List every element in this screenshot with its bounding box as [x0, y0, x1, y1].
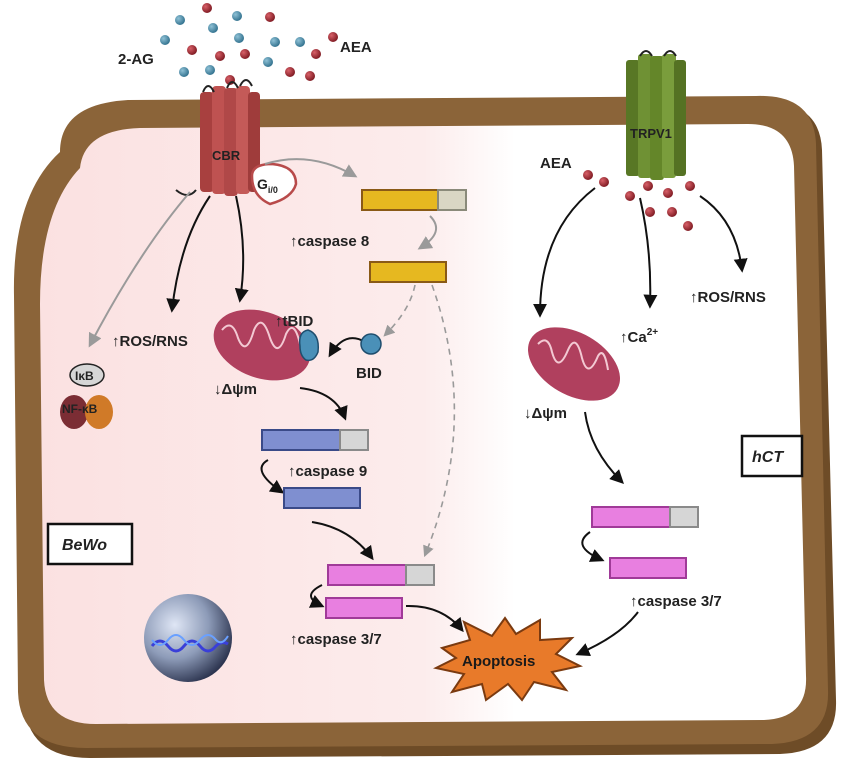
- hct-box: [740, 434, 804, 478]
- procaspase-37-left: [327, 564, 435, 586]
- bewo-box: [46, 522, 134, 566]
- trpv1-channel: [626, 50, 686, 180]
- dpsi-right-label: ↓Δψm: [524, 405, 567, 422]
- bewo-label: BeWo: [62, 537, 107, 554]
- ros-right-label: ↑ROS/RNS: [690, 289, 766, 306]
- procaspase-9: [261, 429, 369, 451]
- aea-right-label: AEA: [540, 155, 572, 172]
- caspase9-label: ↑caspase 9: [288, 463, 367, 480]
- nfkb-label: NF-κB: [62, 402, 98, 416]
- ligand-2ag-label: 2-AG: [118, 51, 154, 68]
- caspase8-label: ↑caspase 8: [290, 233, 369, 250]
- apoptosis-label: Apoptosis: [462, 653, 535, 670]
- procaspase-37-right: [591, 506, 699, 528]
- tbid-label: ↑tBID: [275, 313, 313, 330]
- ikb-label: IκB: [75, 369, 94, 383]
- gi0-label: Gi/0: [257, 176, 278, 195]
- caspase37-left-label: ↑caspase 3/7: [290, 631, 382, 648]
- active-caspase-9: [283, 487, 361, 509]
- ligand-cluster-top: [160, 3, 338, 85]
- cbr-receptor: [175, 79, 277, 196]
- dpsi-left-label: ↓Δψm: [214, 381, 257, 398]
- cbr-label: CBR: [212, 148, 241, 163]
- nfkb-complex: [60, 363, 113, 429]
- active-caspase-37-right: [609, 557, 687, 579]
- calcium-label: ↑Ca2+: [620, 327, 658, 346]
- caspase37-right-label: ↑caspase 3/7: [630, 593, 722, 610]
- nucleus-dna: [144, 594, 232, 682]
- mitochondrion-right: [528, 327, 620, 401]
- right-arrows: [533, 187, 748, 657]
- ros-left-label: ↑ROS/RNS: [112, 333, 188, 350]
- cell-membrane: [13, 95, 837, 758]
- apoptosis-burst: [433, 616, 583, 702]
- ligand-cluster-right: [583, 170, 695, 231]
- tbid-protein: [298, 329, 320, 362]
- gi0-protein: [250, 162, 298, 206]
- bid-protein: [360, 333, 382, 355]
- ligand-aea-label: AEA: [340, 39, 372, 56]
- active-caspase-37-left: [325, 597, 403, 619]
- procaspase-8: [361, 189, 467, 211]
- bid-label: BID: [356, 365, 382, 382]
- active-caspase-8: [369, 261, 447, 283]
- mitochondrion-left: [213, 309, 311, 381]
- hct-label: hCT: [752, 449, 784, 466]
- trpv1-label: TRPV1: [630, 126, 672, 141]
